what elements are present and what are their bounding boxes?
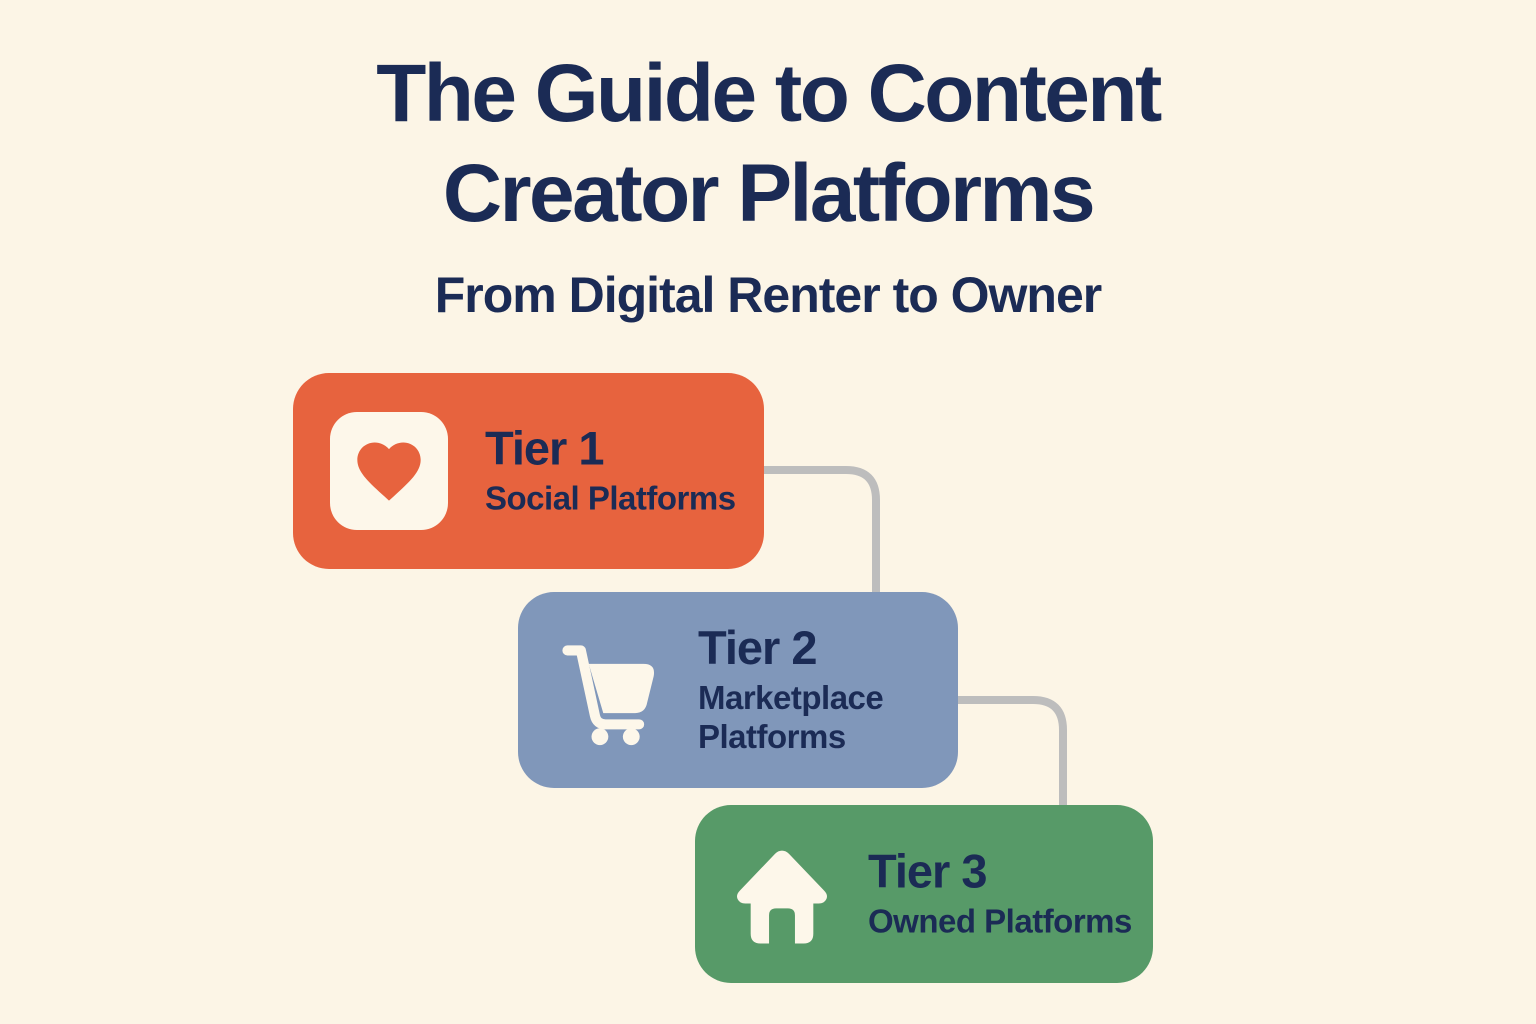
house-icon — [728, 842, 836, 950]
tier3-card: Tier 3 Owned Platforms — [695, 805, 1153, 983]
tier1-name: Social Platforms — [485, 479, 736, 517]
tier1-label: Tier 1 — [485, 421, 605, 475]
tier2-card: Tier 2 Marketplace Platforms — [518, 592, 958, 788]
tier2-label: Tier 2 — [698, 620, 818, 674]
tier3-name: Owned Platforms — [868, 902, 1132, 940]
tier3-label: Tier 3 — [868, 844, 988, 898]
tier1-text: Tier 1 Social Platforms — [485, 423, 755, 518]
tier3-text: Tier 3 Owned Platforms — [868, 846, 1148, 941]
page-subtitle: From Digital Renter to Owner — [434, 267, 1103, 324]
connector-tier2-tier3 — [958, 696, 1067, 808]
tier2-text: Tier 2 Marketplace Platforms — [698, 623, 933, 757]
heart-icon — [330, 412, 448, 530]
page-title-line1: The Guide to Content — [376, 48, 1162, 139]
tier1-card: Tier 1 Social Platforms — [293, 373, 764, 569]
connector-tier1-tier2 — [764, 466, 880, 595]
tier2-name: Marketplace Platforms — [698, 679, 884, 756]
page-title-line2: Creator Platforms — [442, 148, 1096, 240]
header: The Guide to Content Creator Platforms F… — [0, 44, 1536, 324]
cart-icon — [554, 634, 666, 752]
